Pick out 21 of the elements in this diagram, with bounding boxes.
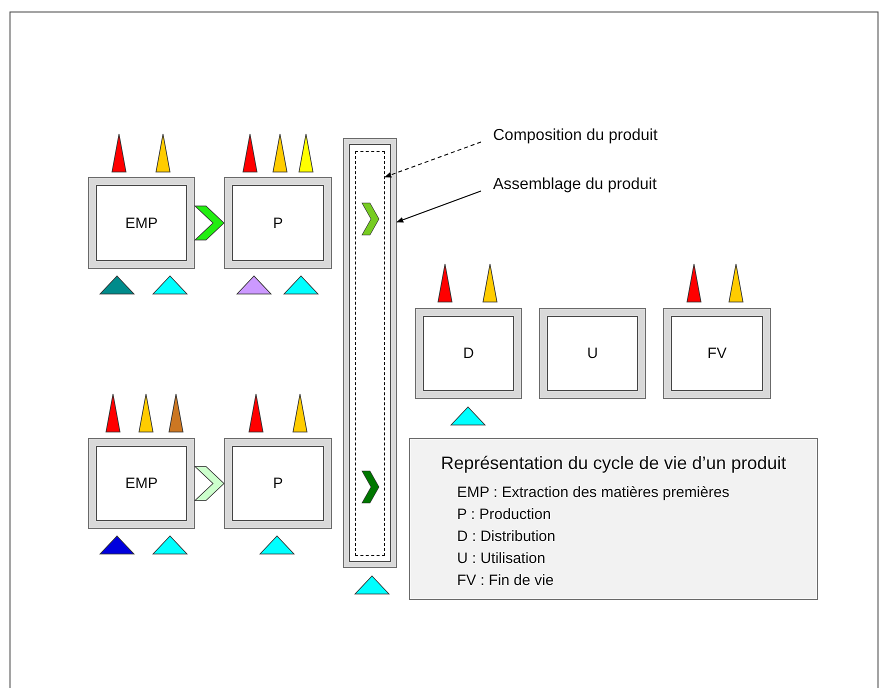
key-entry: FV : Fin de vie — [457, 572, 554, 589]
stage-box: EMP — [88, 438, 195, 529]
leader-line — [396, 190, 482, 222]
stage-box: P — [224, 177, 332, 269]
stage-box: EMP — [88, 177, 195, 269]
stage-box: P — [224, 438, 332, 529]
leader-text: Assemblage du produit — [493, 175, 657, 197]
chevron-arrow — [194, 466, 225, 501]
stage-box: U — [539, 308, 646, 399]
stage-box: FV — [663, 308, 771, 399]
key-entry: EMP : Extraction des matières premières — [457, 484, 730, 501]
key-entry: D : Distribution — [457, 528, 556, 545]
stage-box: D — [415, 308, 522, 399]
key-title: Représentation du cycle de vie d’un produit — [440, 453, 788, 474]
leader-text: Composition du produit — [493, 126, 658, 148]
leader-line — [384, 142, 482, 178]
column-box — [343, 138, 397, 568]
key-panel — [409, 438, 818, 600]
chevron-arrow — [194, 206, 225, 240]
key-entry: U : Utilisation — [457, 550, 546, 567]
key-entry: P : Production — [457, 506, 551, 523]
